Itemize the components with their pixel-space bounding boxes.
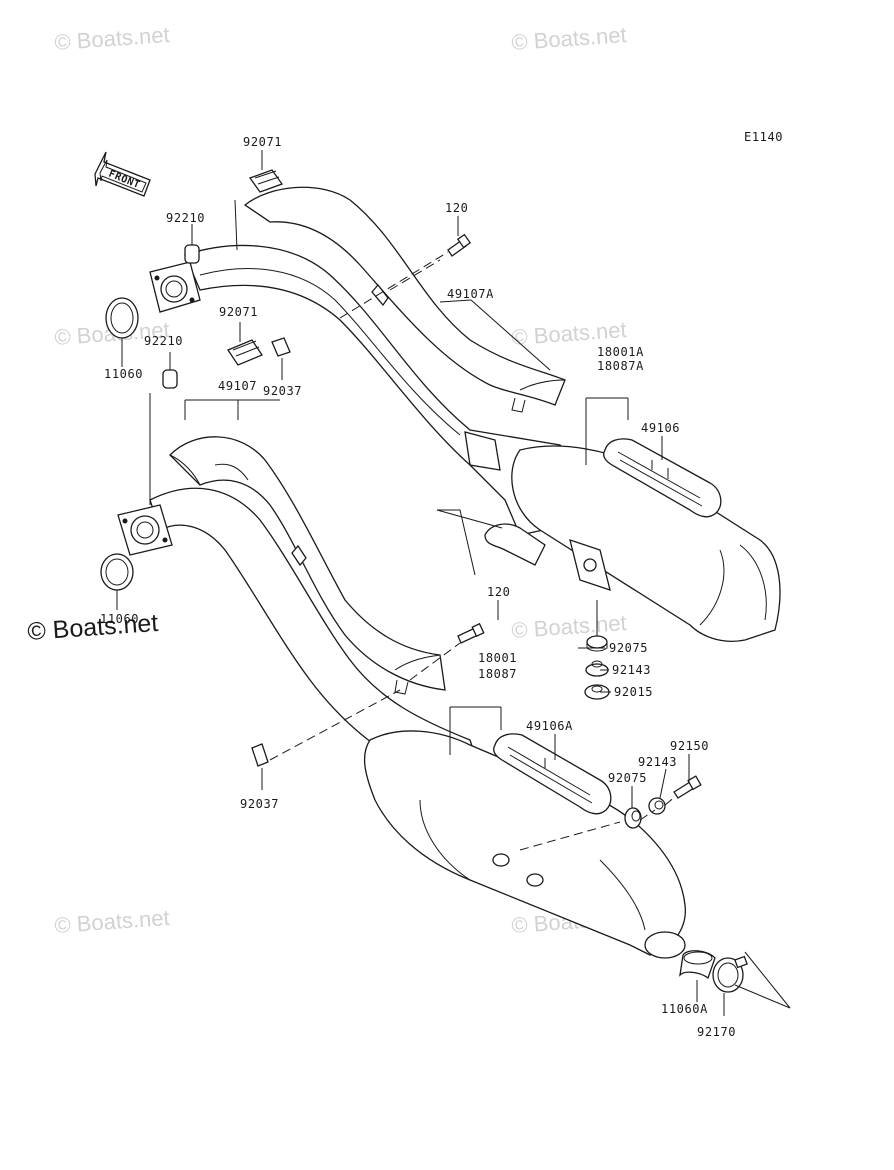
clip-92037-bottom xyxy=(251,743,269,767)
part-label: 18087A xyxy=(597,359,644,373)
part-label: 92015 xyxy=(614,685,653,699)
collar-92143-bottom xyxy=(648,797,666,815)
part-label: 92071 xyxy=(243,135,282,149)
part-label: 11060A xyxy=(661,1002,708,1016)
part-label: 92071 xyxy=(219,305,258,319)
part-label: 49107 xyxy=(218,379,257,393)
part-label: 18001A xyxy=(597,345,644,359)
part-label: 92210 xyxy=(166,211,205,225)
part-label: 92037 xyxy=(263,384,302,398)
watermark: © Boats.net xyxy=(511,22,628,55)
hardware xyxy=(100,169,748,993)
part-label: 49107A xyxy=(447,287,494,301)
gasket-11060A xyxy=(679,950,716,980)
part-label: 92210 xyxy=(144,334,183,348)
part-label: 92143 xyxy=(638,755,677,769)
part-label: 11060 xyxy=(100,612,139,626)
diagram-code: E1140 xyxy=(744,130,783,144)
part-label: 18001 xyxy=(478,651,517,665)
watermark: © Boats.net xyxy=(511,610,628,643)
bolt-120-mid xyxy=(457,622,485,644)
part-label: 92075 xyxy=(609,641,648,655)
clamp-92170 xyxy=(712,955,748,993)
gasket-11060-top xyxy=(105,297,139,339)
watermark: © Boats.net xyxy=(54,905,171,938)
watermark-main: © Boats.net xyxy=(26,609,159,646)
rubber-92071-top xyxy=(248,169,284,193)
collar-92143-top xyxy=(585,660,609,677)
part-label: 120 xyxy=(487,585,510,599)
bolt-92150 xyxy=(673,775,702,799)
gasket-11060-bottom xyxy=(100,553,134,591)
collar-92210-mid xyxy=(162,369,178,389)
part-label: 92170 xyxy=(697,1025,736,1039)
heat-cover-49106 xyxy=(603,438,722,518)
upper-exhaust-pipe xyxy=(149,186,591,536)
collar-92210-top xyxy=(184,244,200,264)
lower-exhaust-pipe xyxy=(117,436,481,771)
lower-muffler xyxy=(363,730,686,959)
part-labels: 92071 92210 120 49107A 92210 92071 11060… xyxy=(100,135,736,1039)
watermark: © Boats.net xyxy=(54,22,171,55)
part-label: 120 xyxy=(445,201,468,215)
upper-muffler xyxy=(484,445,781,642)
part-label: 49106 xyxy=(641,421,680,435)
part-label: 92143 xyxy=(612,663,651,677)
part-label: 92150 xyxy=(670,739,709,753)
front-arrow-icon: FRONT xyxy=(94,151,151,197)
grommet-92075-bottom xyxy=(624,807,642,829)
part-label: 18087 xyxy=(478,667,517,681)
part-label: 11060 xyxy=(104,367,143,381)
part-label: 92075 xyxy=(608,771,647,785)
watermarks: © Boats.net © Boats.net © Boats.net © Bo… xyxy=(26,22,627,938)
leader-lines xyxy=(116,150,791,1016)
part-label: 92037 xyxy=(240,797,279,811)
part-label: 49106A xyxy=(526,719,573,733)
heat-cover-49106A xyxy=(493,733,612,815)
bolt-120-top xyxy=(447,233,472,257)
rubber-92071-mid xyxy=(227,339,263,366)
clip-92037-top xyxy=(271,337,291,357)
